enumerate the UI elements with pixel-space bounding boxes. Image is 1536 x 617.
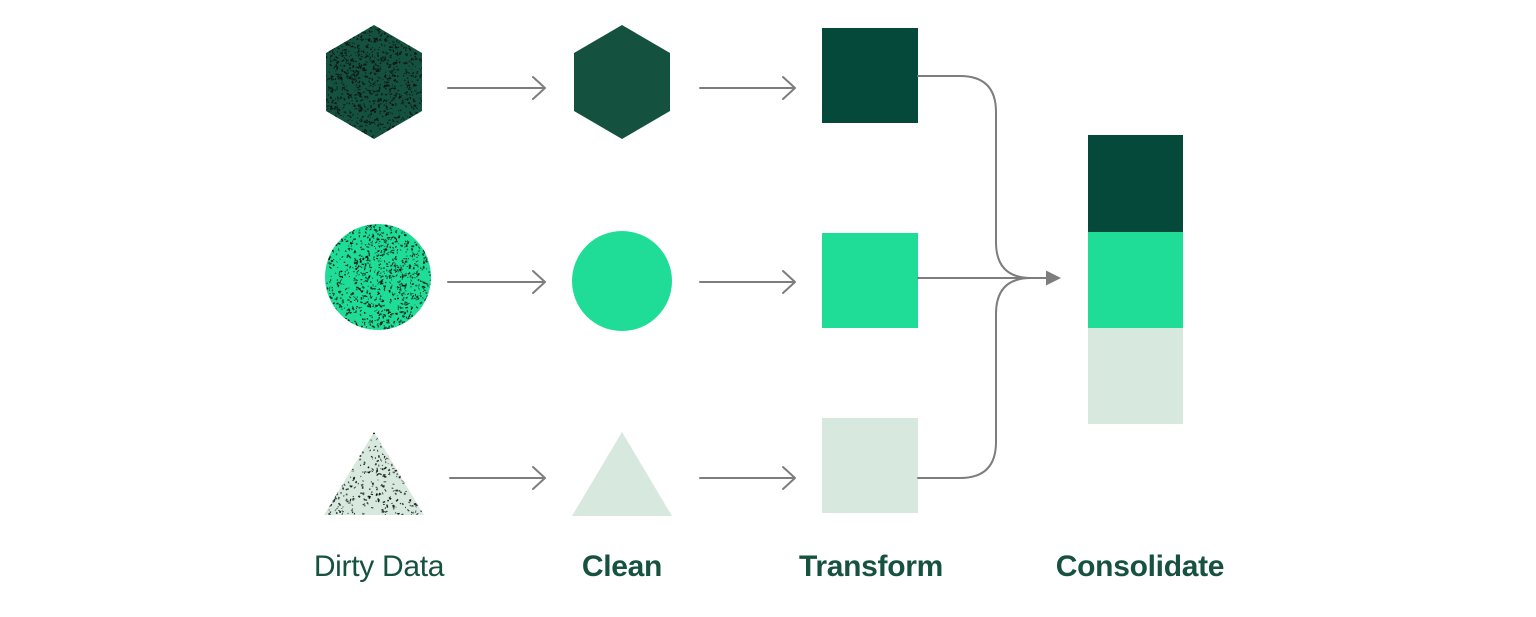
merge-arrowhead-icon bbox=[1046, 270, 1061, 286]
label-dirty-data: Dirty Data bbox=[314, 550, 445, 583]
dirty-triangle-icon bbox=[324, 432, 424, 515]
stack-block-pale bbox=[1088, 328, 1183, 424]
stack-block-dark bbox=[1088, 135, 1183, 232]
stage-arrows bbox=[447, 76, 796, 490]
transform-square-dark bbox=[822, 28, 918, 123]
transform-square-bright bbox=[822, 233, 918, 328]
merge-connector-bottom bbox=[917, 277, 1032, 479]
arrow-row2-dirty-to-clean-icon bbox=[447, 270, 546, 294]
clean-hexagon-icon bbox=[574, 25, 670, 139]
clean-circle-icon bbox=[572, 231, 672, 331]
arrow-row1-clean-to-transform-icon bbox=[699, 76, 796, 100]
arrow-row2-clean-to-transform-icon bbox=[699, 270, 796, 294]
consolidated-stack bbox=[1088, 135, 1183, 424]
arrow-row3-dirty-to-clean-icon bbox=[449, 466, 546, 490]
clean-triangle-icon bbox=[572, 432, 672, 516]
merge-connectors bbox=[917, 75, 1047, 479]
arrow-row3-clean-to-transform-icon bbox=[699, 466, 796, 490]
transform-square-pale bbox=[822, 418, 918, 513]
label-consolidate: Consolidate bbox=[1056, 550, 1224, 583]
label-transform: Transform bbox=[799, 550, 943, 583]
arrow-row1-dirty-to-clean-icon bbox=[447, 76, 546, 100]
label-clean: Clean bbox=[582, 550, 662, 583]
merge-connector-top bbox=[917, 75, 1032, 279]
stack-block-bright bbox=[1088, 232, 1183, 328]
